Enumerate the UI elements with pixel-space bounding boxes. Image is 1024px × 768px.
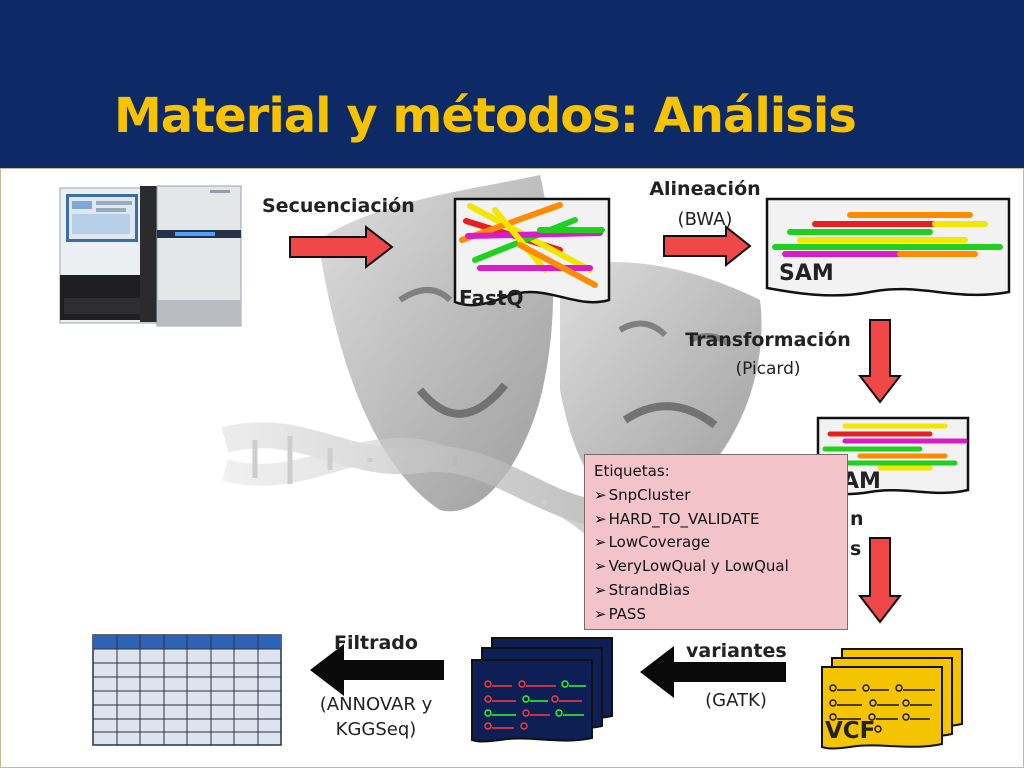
variant-calling-label: variantes xyxy=(686,640,787,662)
filtering-tool-label-1: (ANNOVAR y xyxy=(319,694,433,715)
tag-item: HARD_TO_VALIDATE xyxy=(594,508,847,532)
filtering-tool-label-2: KGGSeq) xyxy=(335,719,417,740)
sam-label: SAM xyxy=(779,261,834,286)
transformation-tool-label: (Picard) xyxy=(735,359,801,379)
variant-calling-tool-label: (GATK) xyxy=(705,690,767,711)
fastq-label: FastQ xyxy=(459,286,524,310)
filtering-label: Filtrado xyxy=(334,632,418,654)
sequencing-label: Secuenciación xyxy=(262,195,415,217)
table-icon xyxy=(92,634,282,746)
left-arrow-icon xyxy=(310,644,444,696)
tag-item: SnpCluster xyxy=(594,484,847,508)
down-arrow-icon xyxy=(857,537,903,624)
bam-label-partial: AM xyxy=(842,469,881,494)
bam-document-icon xyxy=(816,416,970,496)
down-arrow-icon xyxy=(857,319,903,404)
tag-item: VeryLowQual y LowQual xyxy=(594,555,847,579)
tag-item: StrandBias xyxy=(594,579,847,603)
alignment-tool-label: (BWA) xyxy=(677,209,733,230)
tags-heading: Etiquetas: xyxy=(594,462,670,480)
sequencer-machine-image xyxy=(36,183,242,331)
right-arrow-icon xyxy=(663,224,752,268)
variant-document-stack-icon xyxy=(471,637,613,743)
variant-calling-label-partial-1: n xyxy=(850,508,864,530)
variant-calling-label-partial-2: s xyxy=(850,538,862,560)
left-arrow-icon xyxy=(640,646,786,698)
tag-item: PASS xyxy=(594,603,847,627)
slide-header xyxy=(0,0,1024,168)
vcf-document-stack-icon xyxy=(821,648,963,750)
slide-title: Material y métodos: Análisis xyxy=(114,88,857,144)
right-arrow-icon xyxy=(289,224,394,270)
sam-document-icon xyxy=(765,197,1011,297)
tag-item: LowCoverage xyxy=(594,531,847,555)
alignment-label: Alineación xyxy=(649,178,761,200)
fastq-document-icon xyxy=(453,197,611,307)
transformation-label: Transformación xyxy=(685,329,851,351)
vcf-label: VCF xyxy=(825,718,876,744)
tags-note-box: Etiquetas: SnpCluster HARD_TO_VALIDATE L… xyxy=(584,454,848,630)
